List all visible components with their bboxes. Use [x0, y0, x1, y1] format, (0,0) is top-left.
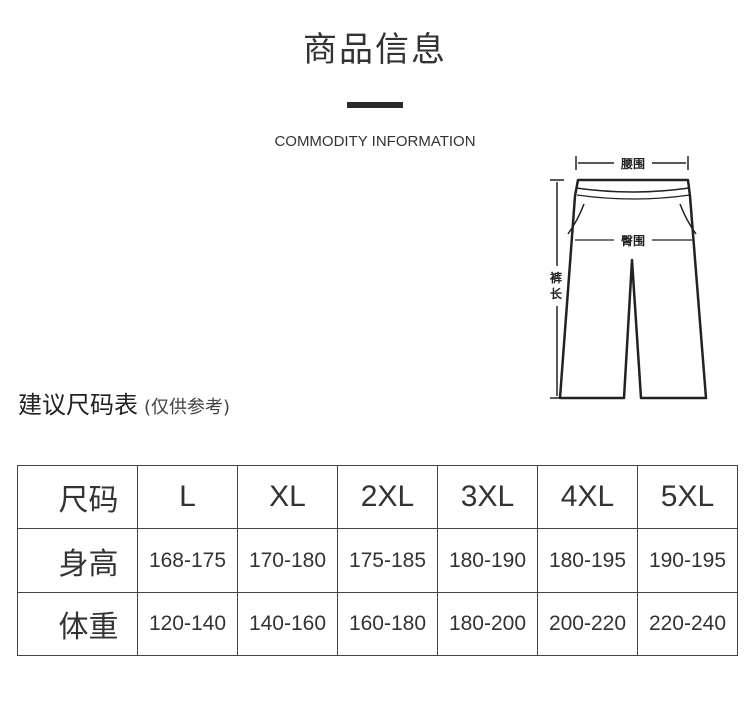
size-cell: 4XL — [537, 465, 638, 529]
row-header-height: 身高 — [17, 528, 138, 593]
size-chart-heading: 建议尺码表 (仅供参考) — [18, 385, 230, 420]
size-cell: 5XL — [637, 465, 738, 529]
size-table: 尺码 L XL 2XL 3XL 4XL 5XL 身高 168-175 170-1… — [17, 465, 738, 656]
page-subtitle: COMMODITY INFORMATION — [274, 133, 476, 150]
page-title: 商品信息 — [303, 30, 447, 70]
size-cell: L — [137, 465, 238, 529]
pants-diagram: 腰围 裤 长 臀围 — [520, 148, 720, 408]
size-chart-title: 建议尺码表 — [18, 391, 138, 419]
weight-cell: 120-140 — [137, 592, 238, 656]
weight-cell: 220-240 — [637, 592, 738, 656]
size-cell: 2XL — [337, 465, 438, 529]
height-cell: 180-195 — [537, 528, 638, 593]
height-cell: 170-180 — [237, 528, 338, 593]
weight-cell: 200-220 — [537, 592, 638, 656]
row-header-weight: 体重 — [17, 592, 138, 656]
weight-cell: 140-160 — [237, 592, 338, 656]
length-label-bottom: 长 — [550, 286, 563, 301]
row-header-size: 尺码 — [17, 465, 138, 529]
height-cell: 168-175 — [137, 528, 238, 593]
height-cell: 190-195 — [637, 528, 738, 593]
size-chart-note: (仅供参考) — [144, 397, 231, 418]
hip-label: 臀围 — [621, 233, 645, 248]
height-cell: 180-190 — [437, 528, 538, 593]
height-cell: 175-185 — [337, 528, 438, 593]
table-row-weight: 体重 120-140 140-160 160-180 180-200 200-2… — [17, 592, 738, 656]
title-divider — [347, 102, 403, 108]
table-row-size: 尺码 L XL 2XL 3XL 4XL 5XL — [17, 465, 738, 529]
length-label-top: 裤 — [550, 270, 562, 285]
size-cell: 3XL — [437, 465, 538, 529]
weight-cell: 180-200 — [437, 592, 538, 656]
table-row-height: 身高 168-175 170-180 175-185 180-190 180-1… — [17, 528, 738, 593]
weight-cell: 160-180 — [337, 592, 438, 656]
waist-label: 腰围 — [620, 156, 645, 171]
size-cell: XL — [237, 465, 338, 529]
pants-illustration: 腰围 裤 长 臀围 — [550, 156, 708, 400]
